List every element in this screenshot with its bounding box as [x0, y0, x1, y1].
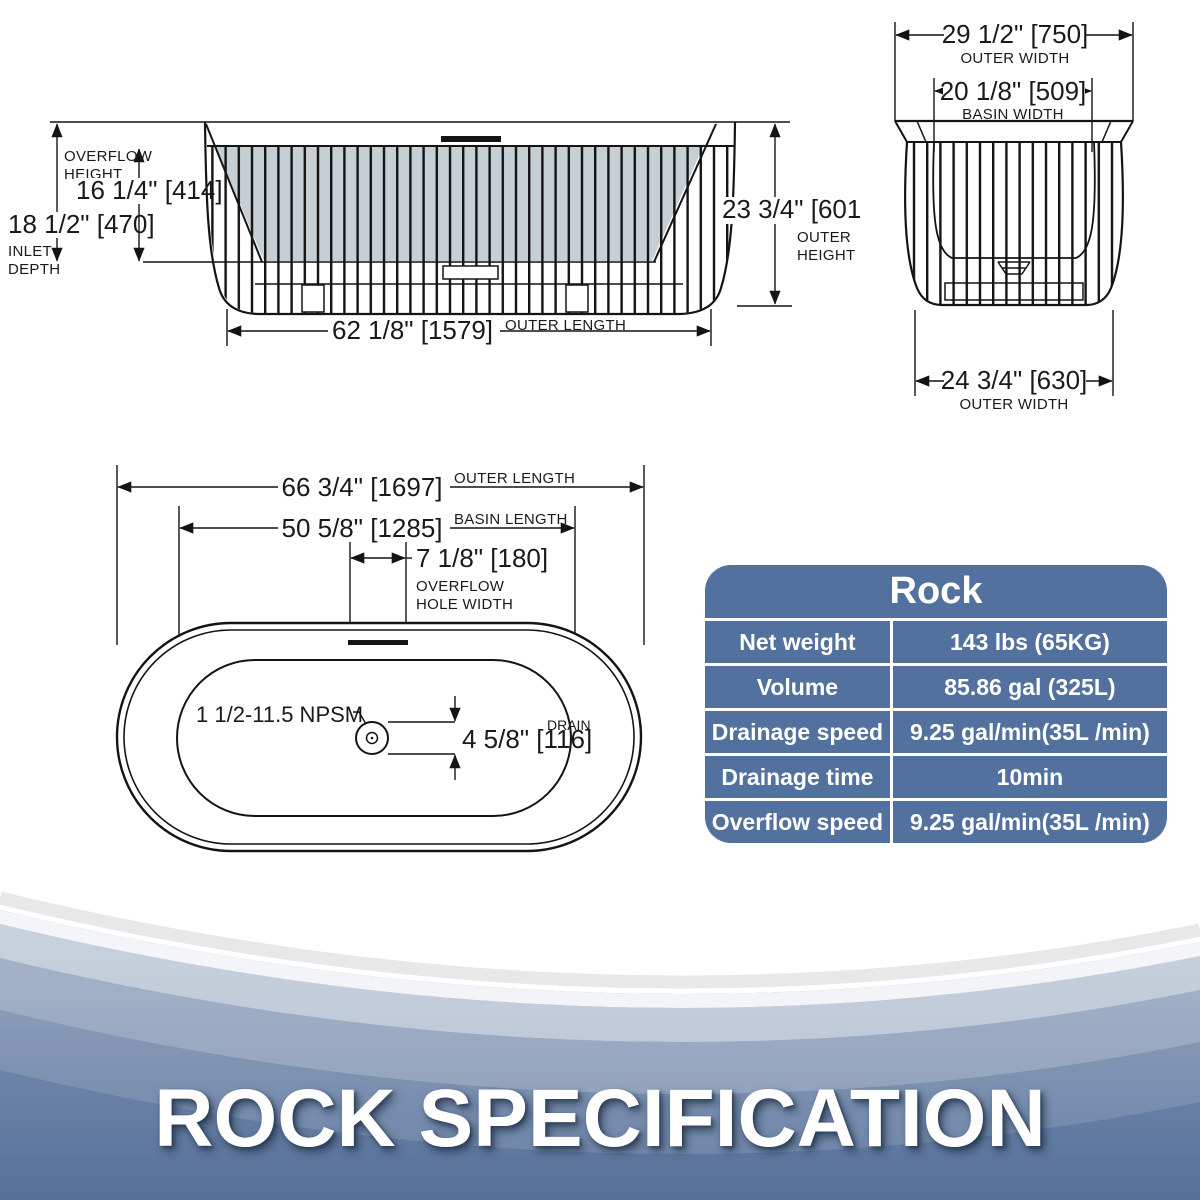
- overflow-hole-value: 7 1/8" [180]: [416, 543, 548, 573]
- row-value: 85.86 gal (325L): [892, 666, 1167, 708]
- end-outer-width-bottom-label: OUTER WIDTH: [959, 396, 1068, 413]
- basin-plan: [176, 659, 572, 817]
- drain-inner: [365, 731, 379, 745]
- waste-fitting: [442, 265, 499, 280]
- table-row: Overflow speed 9.25 gal/min(35L /min): [705, 801, 1167, 843]
- label-mask: [944, 22, 1086, 48]
- banner-title: ROCK SPECIFICATION: [154, 1073, 1046, 1164]
- label-mask: [944, 368, 1086, 394]
- table-row: Drainage speed 9.25 gal/min(35L /min): [705, 711, 1167, 753]
- basin-width-value: 20 1/8" [509]: [940, 76, 1087, 106]
- row-value: 143 lbs (65KG): [892, 621, 1167, 663]
- drain-value: 4 5/8" [116]: [462, 724, 592, 754]
- label-mask: [943, 79, 1085, 104]
- fluted-ribs: [207, 146, 734, 313]
- end-outer-width-bottom-value: 24 3/4" [630]: [941, 365, 1088, 395]
- foot-notch: [565, 284, 589, 313]
- tub-outline-end: [904, 141, 1124, 307]
- side-outer-length-label: OUTER LENGTH: [505, 317, 626, 334]
- inlet-depth-label2: DEPTH: [8, 261, 60, 278]
- leader: [353, 711, 367, 725]
- outer-height-value: 23 3/4" [601]: [722, 194, 860, 224]
- basin-width-label: BASIN WIDTH: [962, 106, 1064, 123]
- inlet-depth-value: 18 1/2" [470]: [8, 209, 155, 239]
- label-mask: [278, 516, 450, 542]
- wave-sheen: [0, 1010, 1200, 1154]
- side-outer-length-value: 62 1/8" [1579]: [332, 315, 493, 345]
- label-mask: [74, 178, 204, 204]
- drain-center: [370, 736, 374, 740]
- row-label: Net weight: [705, 621, 890, 663]
- row-value: 9.25 gal/min(35L /min): [892, 711, 1167, 753]
- top-outer-length-label: OUTER LENGTH: [454, 470, 575, 487]
- label-mask: [278, 475, 450, 501]
- overflow-hole: [348, 640, 408, 645]
- row-label: Volume: [705, 666, 890, 708]
- label-mask: [328, 317, 500, 344]
- inner-wall-right: [653, 123, 717, 263]
- row-label: Drainage speed: [705, 711, 890, 753]
- overflow-height-value: 16 1/4" [414]: [76, 175, 223, 205]
- foot-notch: [301, 284, 325, 313]
- rim-corner-mark: [916, 120, 927, 143]
- rim-side: [1120, 120, 1134, 143]
- wave-sheen: [0, 910, 1200, 1008]
- outer-height-label2: HEIGHT: [797, 247, 855, 264]
- base-plinth: [944, 282, 1084, 301]
- fluted-ribs: [905, 142, 1123, 305]
- drain-outer: [355, 721, 389, 755]
- row-label: Drainage time: [705, 756, 890, 798]
- label-mask: [6, 212, 134, 238]
- inlet-depth-label1: INLET: [8, 243, 52, 260]
- banner-wave: [0, 891, 1200, 1200]
- wave-stripe: [0, 891, 1200, 989]
- outer-rim-plan: [115, 621, 643, 853]
- tub-body-end: [905, 142, 1123, 305]
- inner-wall-left: [205, 123, 263, 263]
- end-outer-width-top-label: OUTER WIDTH: [960, 50, 1069, 67]
- wave-sheen: [0, 924, 1200, 1042]
- overflow-hole-label2: HOLE WIDTH: [416, 596, 513, 613]
- tub-outline-side: [203, 121, 737, 316]
- table-row: Net weight 143 lbs (65KG): [705, 621, 1167, 663]
- basin-length-value: 50 5/8" [1285]: [281, 513, 442, 543]
- row-value: 9.25 gal/min(35L /min): [892, 801, 1167, 843]
- spec-table-title: Rock: [705, 565, 1167, 618]
- spec-table: Rock Net weight 143 lbs (65KG) Volume 85…: [705, 565, 1167, 843]
- drain-fitting: [997, 261, 1031, 275]
- outer-rim-inner-line: [123, 629, 635, 845]
- label-mask: [718, 197, 853, 224]
- overflow-slot: [441, 136, 501, 142]
- top-view-drawing: 66 3/4" [1697] OUTER LENGTH 50 5/8" [128…: [115, 465, 645, 853]
- end-view-drawing: 29 1/2" [750] OUTER WIDTH 20 1/8" [509] …: [894, 19, 1134, 413]
- row-value: 10min: [892, 756, 1167, 798]
- outer-height-label1: OUTER: [797, 229, 851, 246]
- overflow-height-label1: OVERFLOW: [64, 148, 153, 165]
- rim-side: [894, 120, 908, 143]
- table-row: Drainage time 10min: [705, 756, 1167, 798]
- tub-body-side: [207, 146, 734, 313]
- top-outer-length-value: 66 3/4" [1697]: [281, 472, 442, 502]
- basin-length-label: BASIN LENGTH: [454, 511, 568, 528]
- end-outer-width-top-value: 29 1/2" [750]: [942, 19, 1089, 49]
- drain-thread-label: 1 1/2-11.5 NPSM: [196, 702, 363, 727]
- side-view-drawing: OVERFLOW HEIGHT 16 1/4" [414] 18 1/2" [4…: [6, 121, 860, 346]
- overflow-hole-label1: OVERFLOW: [416, 578, 505, 595]
- rim-corner-mark: [1101, 120, 1112, 143]
- inner-basin-end: [932, 141, 1096, 259]
- drain-label: DRAIN: [547, 717, 591, 733]
- row-label: Overflow speed: [705, 801, 890, 843]
- wave-sheen: [0, 958, 1200, 1094]
- table-row: Volume 85.86 gal (325L): [705, 666, 1167, 708]
